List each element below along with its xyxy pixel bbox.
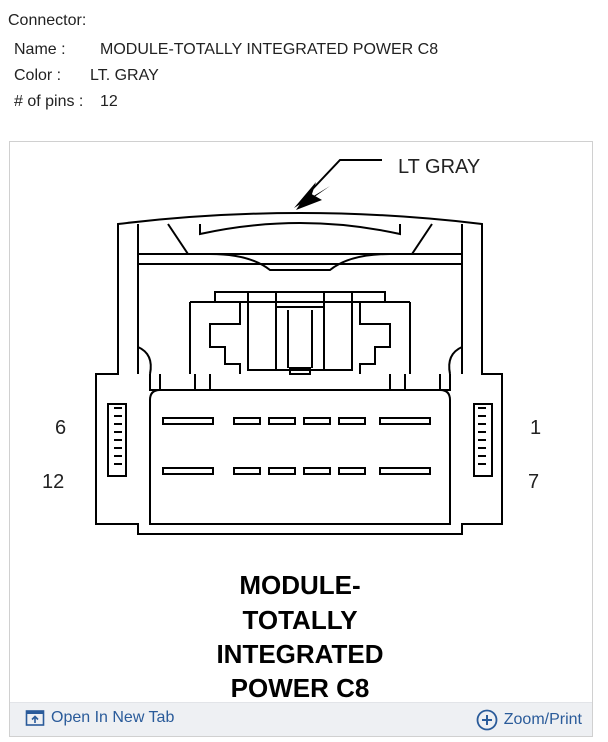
lock-tip (289, 367, 311, 375)
pin-slot (268, 467, 296, 475)
pin-slot (303, 417, 331, 425)
pin-slot (303, 467, 331, 475)
pin-label-top-right: 1 (530, 417, 541, 439)
pin-slot (233, 467, 261, 475)
pin-face (149, 389, 451, 525)
diagram-title-line-1: MODULE- (239, 570, 360, 600)
lock-sides (189, 302, 411, 374)
latch-ridge (199, 222, 401, 236)
pins-label: # of pins : (14, 93, 84, 110)
color-callout-label: LT GRAY (398, 156, 480, 178)
diagram-footer: Open In New Tab Zoom/Print (10, 702, 592, 736)
lock-post-left (247, 291, 277, 371)
left-bump (137, 346, 152, 375)
zoom-plus-icon (476, 709, 498, 731)
connector-diagram: LT GRAY (42, 156, 541, 703)
pin-slot (162, 417, 214, 425)
connector-heading: Connector: (8, 12, 87, 29)
pin-label-bottom-left: 12 (42, 471, 64, 493)
callout-line (304, 159, 382, 198)
open-tab-icon (25, 710, 45, 726)
callout-arrowhead (296, 192, 322, 210)
pin-slot (338, 467, 366, 475)
diagram-title-line-4: POWER C8 (231, 673, 370, 703)
upper-teeth (149, 374, 451, 391)
connector-diagram-card: LT GRAY (9, 141, 593, 737)
name-label: Name : (14, 41, 66, 58)
housing-outline (95, 212, 503, 535)
lock-left (190, 301, 241, 374)
latch-top (167, 223, 433, 255)
zoom-print-label: Zoom/Print (503, 711, 582, 728)
pin-label-bottom-right: 7 (528, 471, 539, 493)
diagram-title-line-2: TOTALLY (242, 605, 357, 635)
lock-center (275, 306, 325, 371)
housing-edge (117, 224, 483, 374)
latch-curve (138, 253, 462, 271)
pin-slot (379, 417, 431, 425)
left-comb-teeth (114, 407, 122, 465)
pin-slot (162, 467, 214, 475)
right-bump (448, 346, 463, 375)
pin-slot (379, 467, 431, 475)
housing-walls (137, 224, 463, 374)
lock-right (359, 301, 410, 374)
zoom-print-button[interactable]: Zoom/Print (476, 709, 582, 731)
name-value: MODULE-TOTALLY INTEGRATED POWER C8 (100, 41, 439, 58)
pin-slot (338, 417, 366, 425)
left-comb (107, 403, 127, 477)
color-value: LT. GRAY (90, 67, 159, 84)
pins-value: 12 (100, 93, 118, 110)
open-in-new-tab-label: Open In New Tab (51, 709, 175, 726)
pin-slot (268, 417, 296, 425)
open-in-new-tab-button[interactable]: Open In New Tab (25, 709, 174, 727)
pin-label-top-left: 6 (55, 417, 66, 439)
diagram-title-line-3: INTEGRATED (216, 639, 383, 669)
color-label: Color : (14, 67, 62, 84)
pin-slot (233, 417, 261, 425)
right-comb-teeth (478, 407, 486, 465)
right-comb (473, 403, 493, 477)
lock-bar (214, 291, 386, 303)
lock-post-right (323, 291, 353, 371)
